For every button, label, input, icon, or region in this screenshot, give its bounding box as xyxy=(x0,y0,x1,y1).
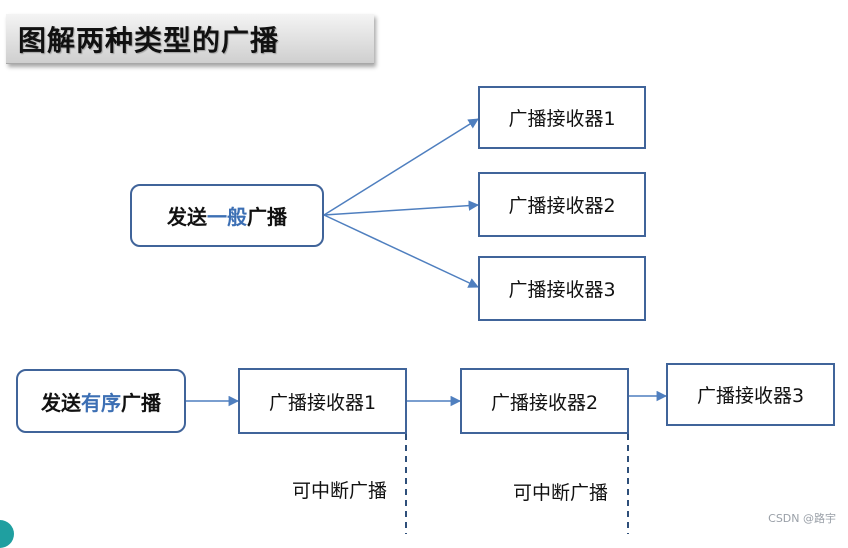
ordered-receiver-3-label: 广播接收器3 xyxy=(696,385,805,407)
interruptible-label-2: 可中断广播 xyxy=(513,482,609,504)
normal-receiver-2-label: 广播接收器2 xyxy=(508,195,616,217)
connector-layer xyxy=(185,118,668,534)
page-title: 图解两种类型的广播 xyxy=(18,23,280,57)
normal-receiver-1-label: 广播接收器1 xyxy=(508,108,616,130)
normal-receiver-2: 广播接收器2 xyxy=(478,172,646,237)
ordered-receiver-2: 广播接收器2 xyxy=(460,368,629,434)
send-normal-broadcast-node: 发送一般广播 xyxy=(130,184,324,247)
ordered-receiver-2-label: 广播接收器2 xyxy=(490,391,599,414)
normal-receiver-1: 广播接收器1 xyxy=(478,86,646,149)
ordered-receiver-1: 广播接收器1 xyxy=(238,368,407,434)
ordered-receiver-3: 广播接收器3 xyxy=(666,363,835,426)
ordered-receiver-1-label: 广播接收器1 xyxy=(268,391,377,414)
watermark: CSDN @路宇 xyxy=(768,512,836,525)
send-ordered-broadcast-node: 发送有序广播 xyxy=(16,369,186,433)
send-ordered-prefix: 发送 xyxy=(41,390,81,415)
arrow-normal-to-receiver-1 xyxy=(323,118,479,216)
send-normal-highlight: 一般 xyxy=(207,205,247,229)
arrow-normal-to-receiver-3 xyxy=(323,214,479,288)
interruptible-label-1: 可中断广播 xyxy=(292,480,388,502)
normal-receiver-3: 广播接收器3 xyxy=(478,256,646,321)
normal-receiver-3-label: 广播接收器3 xyxy=(508,279,616,301)
send-ordered-suffix: 广播 xyxy=(121,390,161,415)
send-normal-suffix: 广播 xyxy=(247,205,287,229)
arrow-normal-to-receiver-2 xyxy=(323,200,480,216)
title-banner: 图解两种类型的广播 xyxy=(6,14,374,64)
send-normal-prefix: 发送 xyxy=(167,205,207,229)
send-ordered-highlight: 有序 xyxy=(81,390,121,415)
